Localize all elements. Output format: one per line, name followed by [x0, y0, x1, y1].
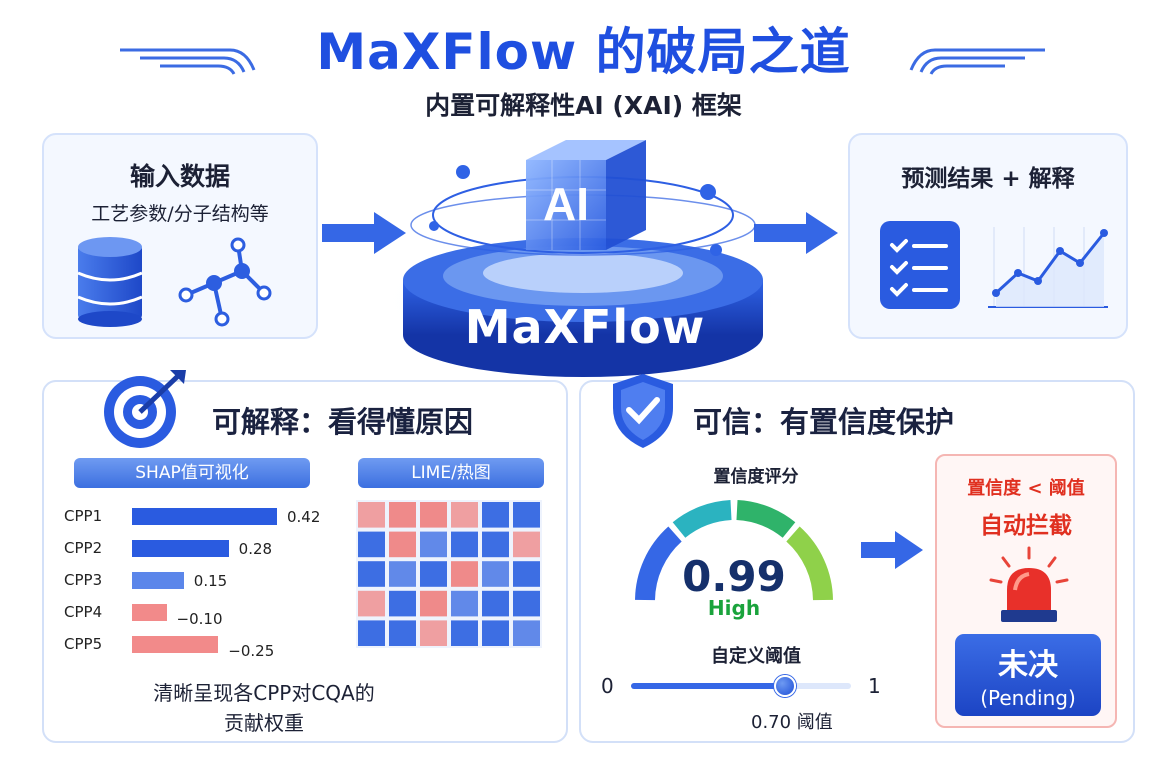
heatmap-cell [389, 590, 416, 617]
siren-icon [989, 546, 1069, 622]
heatmap-cell [451, 561, 478, 587]
heatmap-cell [420, 502, 447, 528]
checklist-icon [880, 221, 960, 309]
heatmap-cell [513, 502, 540, 528]
shap-category-label: CPP3 [64, 571, 103, 589]
left-speed-lines-icon [120, 48, 256, 75]
heatmap-cell [482, 502, 509, 528]
confidence-level: High [707, 596, 761, 620]
heatmap-cell [451, 502, 478, 528]
block-condition: 置信度 < 阈值 [967, 478, 1085, 499]
shap-tag: SHAP值可视化 [74, 458, 310, 488]
arrow-right-icon [754, 212, 838, 254]
shap-value-label: −0.10 [176, 610, 223, 628]
ai-cube-label: AI [543, 178, 589, 230]
pending-status-button: 未决 (Pending) [955, 634, 1101, 716]
shap-category-label: CPP5 [64, 635, 103, 653]
heatmap-cell [358, 590, 385, 617]
database-icon [77, 237, 143, 327]
slider-fill [631, 683, 785, 689]
heatmap-cell [513, 561, 540, 587]
heatmap-cell [420, 531, 447, 558]
explainability-title: 可解释：看得懂原因 [212, 405, 474, 439]
input-card-subtitle: 工艺参数/分子结构等 [91, 203, 269, 225]
target-icon [104, 370, 186, 448]
block-action: 自动拦截 [980, 513, 1072, 539]
line-chart-icon [988, 227, 1108, 308]
heatmap-cell [513, 531, 540, 558]
shap-bar [132, 540, 229, 557]
arrow-right-icon [322, 212, 406, 254]
heatmap-cell [389, 531, 416, 558]
threshold-slider[interactable] [631, 675, 851, 697]
shap-category-label: CPP4 [64, 603, 103, 621]
heatmap-cell [513, 590, 540, 617]
shap-category-label: CPP1 [64, 507, 103, 525]
shap-bar [132, 508, 277, 525]
explainability-caption: 清晰呈现各CPP对CQA的 贡献权重 [104, 678, 424, 738]
pending-sub-label: (Pending) [980, 686, 1076, 710]
heatmap-cell [420, 590, 447, 617]
right-speed-lines-icon [909, 48, 1045, 75]
confidence-score: 0.99 [682, 552, 786, 601]
heatmap-cell [451, 531, 478, 558]
threshold-caption: 0.70 阈值 [751, 712, 833, 733]
shap-bar [132, 636, 219, 653]
heatmap-cell [358, 531, 385, 558]
shap-category-label: CPP2 [64, 539, 103, 557]
arrow-right-icon [861, 531, 923, 569]
auto-block-panel: 置信度 < 阈值 自动拦截 未决 (Pending) [935, 454, 1117, 728]
heatmap-cell [358, 620, 385, 646]
heatmap-cell [451, 620, 478, 646]
platform-label: MaXFlow [464, 300, 706, 354]
trust-card: 可信：有置信度保护 置信度评分 0.99 High 自定义阈值 0 1 0.70… [579, 374, 1135, 743]
heatmap-cell [482, 620, 509, 646]
ai-platform-illustration: AI [378, 140, 788, 377]
heatmap-cell [420, 561, 447, 587]
caption-line-1: 清晰呈现各CPP对CQA的 [153, 681, 375, 705]
heatmap-cell [451, 590, 478, 617]
page-subtitle: 内置可解释性AI (XAI) 框架 [425, 91, 742, 120]
shap-bar [132, 572, 184, 589]
heatmap-cell [389, 561, 416, 587]
heatmap-cell [358, 561, 385, 587]
slider-thumb[interactable] [774, 675, 796, 697]
molecule-icon [178, 237, 272, 327]
lime-heatmap [356, 500, 542, 648]
confidence-gauge [635, 500, 833, 601]
shap-value-label: 0.15 [193, 572, 228, 590]
trust-title: 可信：有置信度保护 [693, 405, 955, 439]
output-card-title: 预测结果 + 解释 [901, 166, 1075, 192]
threshold-title: 自定义阈值 [711, 646, 801, 667]
page-title: MaXFlow 的破局之道 [316, 23, 851, 81]
heatmap-cell [358, 502, 385, 528]
heatmap-cell [482, 590, 509, 617]
shap-bar [132, 604, 167, 621]
output-card: 预测结果 + 解释 [848, 133, 1128, 339]
heatmap-background [356, 500, 542, 648]
shap-value-label: 0.42 [287, 508, 321, 526]
shap-value-label: 0.28 [238, 540, 273, 558]
heatmap-cell [482, 531, 509, 558]
heatmap-cell [389, 620, 416, 646]
slider-min-label: 0 [601, 674, 614, 698]
caption-line-2: 贡献权重 [224, 711, 304, 735]
lime-tag: LIME/热图 [358, 458, 544, 488]
input-data-card: 输入数据 工艺参数/分子结构等 [42, 133, 318, 339]
slider-max-label: 1 [868, 674, 881, 698]
shap-value-label: −0.25 [228, 642, 275, 660]
heatmap-cell [389, 502, 416, 528]
input-card-title: 输入数据 [129, 162, 230, 191]
heatmap-cell [420, 620, 447, 646]
heatmap-cell [482, 561, 509, 587]
shield-check-icon [613, 374, 673, 448]
pending-main-label: 未决 [998, 648, 1058, 683]
gauge-label: 置信度评分 [713, 467, 799, 487]
heatmap-cell [513, 620, 540, 646]
